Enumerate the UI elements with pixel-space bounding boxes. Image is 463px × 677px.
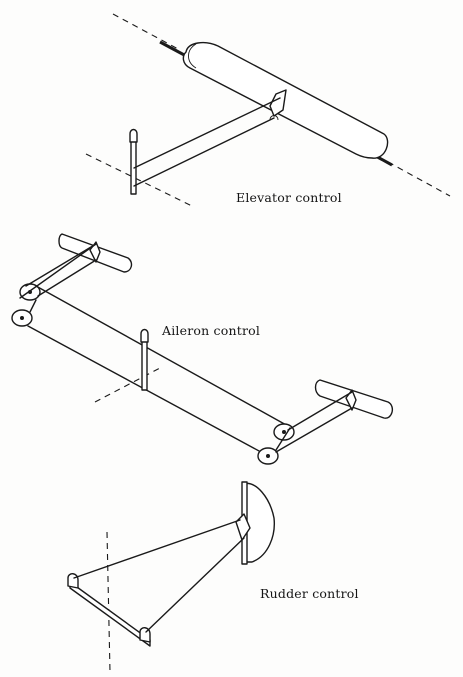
left-lower-pulley-hub	[20, 316, 24, 320]
aileron-cable-upper	[35, 285, 289, 427]
elevator-shaft-left	[159, 40, 189, 59]
elevator-control-label: Elevator control	[236, 190, 342, 205]
elevator-cable-upper	[133, 97, 281, 169]
rudder-cable-left	[73, 519, 241, 579]
right-pulley-link	[275, 427, 291, 451]
right-aileron-cable-a	[287, 391, 353, 431]
aileron-cable-lower	[27, 325, 273, 459]
elevator-leading-edge	[188, 43, 197, 69]
right-lower-pulley-hub	[266, 454, 270, 458]
elevator-cable-lower	[133, 117, 275, 187]
right-upper-pulley-hub	[282, 430, 286, 434]
elevator-axis-dash-left	[112, 13, 181, 51]
elevator-axis-dash-right	[387, 161, 451, 197]
rudder-control-label: Rudder control	[260, 586, 359, 601]
elevator-stick-grip	[129, 128, 138, 143]
elevator-horn-base	[269, 115, 279, 121]
rudder-cable-right	[145, 537, 245, 633]
aileron-control-group	[11, 233, 394, 465]
aileron-stick-axis-dash	[94, 367, 161, 403]
elevator-control-group	[85, 13, 451, 207]
right-aileron-cable-b	[275, 407, 353, 453]
rudder-bar	[69, 581, 151, 647]
rudder-surface	[242, 482, 275, 563]
left-aileron-cable-a	[25, 243, 97, 287]
stick-axis-dash	[85, 153, 193, 207]
left-aileron-cable-c	[19, 243, 97, 299]
left-aileron-cable-b	[37, 259, 97, 297]
aileron-stick-grip	[140, 328, 149, 343]
elevator-surface	[182, 41, 389, 159]
rudder-control-group	[67, 481, 275, 673]
aileron-control-label: Aileron control	[162, 323, 261, 338]
rudder-pedal-left	[67, 573, 79, 589]
left-pulley-link	[29, 299, 37, 313]
elevator-horn	[269, 89, 287, 117]
rudder-pivot-axis-dash	[106, 531, 111, 673]
